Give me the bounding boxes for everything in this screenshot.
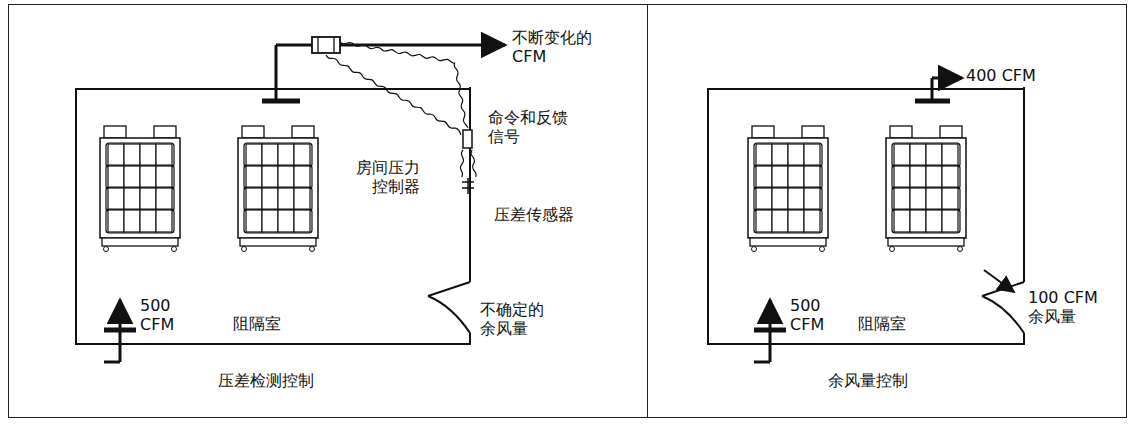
supply-duct bbox=[104, 361, 120, 364]
damper bbox=[317, 37, 318, 53]
annotation: 不断变化的 CFM bbox=[512, 28, 607, 66]
panel-caption: 余风量控制 bbox=[828, 371, 908, 390]
panel-caption: 压差检测控制 bbox=[218, 371, 314, 390]
exhaust-duct bbox=[932, 77, 962, 80]
room-name: 阻隔室 bbox=[233, 314, 281, 333]
exhaust-grille bbox=[262, 99, 300, 104]
server-rack bbox=[100, 126, 180, 252]
annotation: 命令和反馈信号 bbox=[488, 108, 570, 146]
door-swing bbox=[428, 296, 470, 333]
room-wall bbox=[1023, 87, 1025, 282]
annotation: 压差传感器 bbox=[494, 205, 574, 224]
door-swing bbox=[982, 296, 1024, 333]
room-box: 阻隔室 bbox=[707, 88, 1023, 345]
server-rack bbox=[238, 126, 318, 252]
room-wall bbox=[1023, 333, 1025, 345]
room-box: 阻隔室 bbox=[75, 88, 470, 345]
annotation: 400 CFM bbox=[966, 66, 1036, 85]
server-rack bbox=[748, 126, 828, 252]
signal-wire bbox=[326, 55, 461, 135]
pressure-sensor bbox=[467, 178, 469, 194]
annotation: 不确定的余风量 bbox=[480, 300, 548, 338]
annotation: 500 CFM bbox=[790, 296, 830, 334]
signal-wire bbox=[340, 42, 468, 128]
panel-frame: 阻隔室余风量控制 bbox=[648, 4, 1127, 418]
annotation: 房间压力控制器 bbox=[352, 158, 420, 196]
damper bbox=[312, 37, 340, 53]
room-name: 阻隔室 bbox=[858, 314, 906, 333]
damper bbox=[333, 37, 334, 53]
annotation: 500 CFM bbox=[140, 296, 180, 334]
server-rack bbox=[886, 126, 966, 252]
supply-grille bbox=[754, 328, 786, 333]
exhaust-duct bbox=[276, 44, 505, 47]
leak-arrow bbox=[984, 270, 1014, 292]
pressure-sensor bbox=[462, 187, 474, 189]
annotation: 100 CFM 余风量 bbox=[1028, 288, 1104, 326]
pressure-controller bbox=[463, 130, 472, 148]
drawing bbox=[100, 37, 1024, 362]
pressure-sensor bbox=[462, 181, 474, 183]
supply-grille bbox=[104, 328, 136, 333]
supply-duct bbox=[754, 361, 770, 364]
door-leaf bbox=[428, 282, 470, 296]
signal-wire bbox=[471, 150, 476, 177]
room-wall bbox=[469, 87, 471, 282]
exhaust-duct bbox=[275, 45, 278, 101]
signal-wire bbox=[460, 150, 463, 177]
